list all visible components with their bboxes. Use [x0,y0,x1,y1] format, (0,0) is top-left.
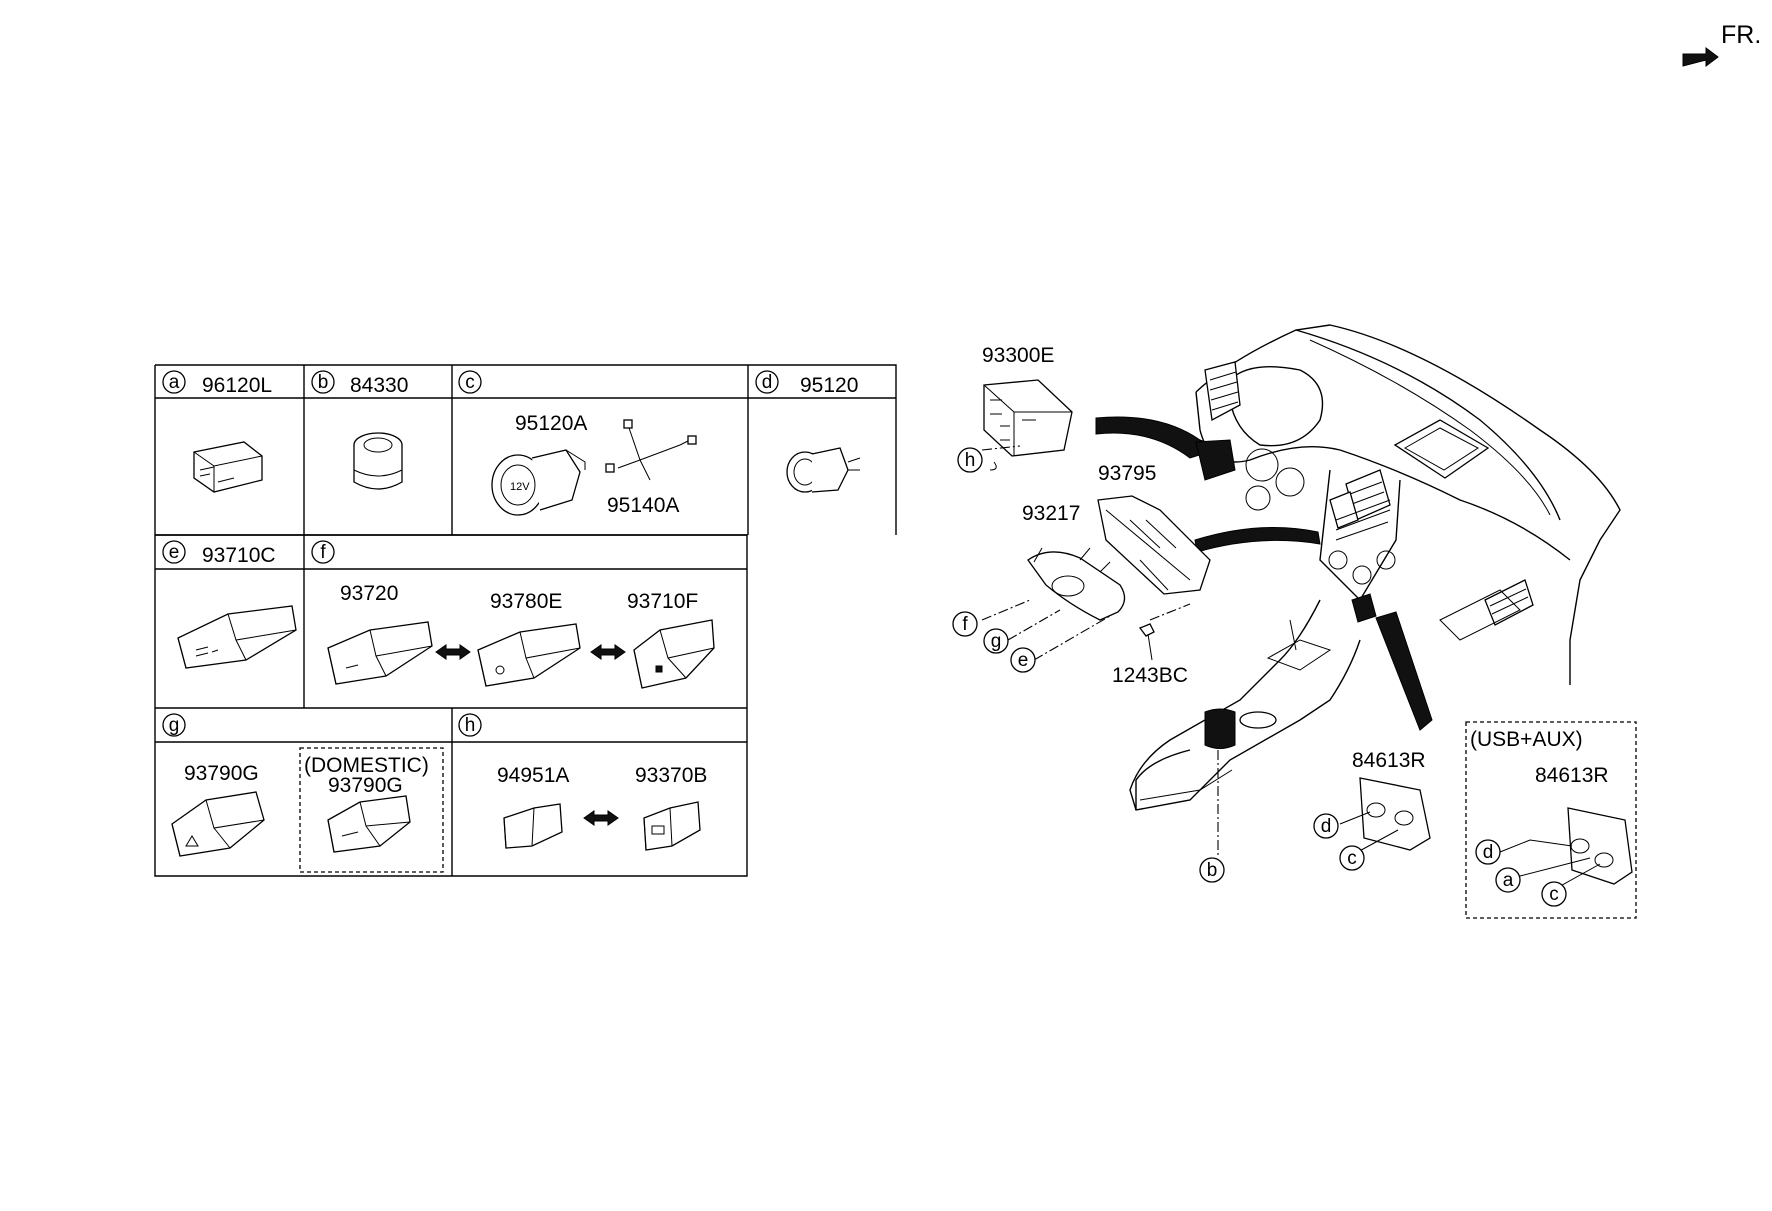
part-number-g: 93790G [184,762,259,785]
cell-letter-a: a [169,372,180,393]
cell-letter-h: h [465,715,476,736]
double-arrow-icon [590,644,626,660]
callout-b: b [1199,857,1225,883]
svg-text:f: f [962,614,968,635]
part-number-93217: 93217 [1022,502,1080,525]
part-drawing-f-3 [633,619,715,689]
svg-text:a: a [1503,870,1514,891]
usb-aux-option: (USB+AUX) 84613R d a c [1465,721,1637,919]
part-1243BC: 1243BC [1112,623,1188,687]
usb-aux-note: (USB+AUX) [1470,728,1583,751]
part-number-f-3: 93710F [627,590,698,613]
part-number-a: 96120L [202,374,272,397]
part-number-b: 84330 [350,374,408,397]
part-drawing-h-2 [643,801,701,851]
socket-12v-icon: 12V [510,481,530,493]
svg-text:h: h [965,450,976,471]
svg-text:b: b [1207,860,1218,881]
svg-text:d: d [1483,842,1494,863]
cell-letter-d: d [762,372,773,393]
cell-letter-f: f [320,542,326,563]
double-arrow-icon [435,644,471,660]
part-drawing-g [171,791,265,857]
part-number-c-wire: 95140A [607,494,679,517]
part-number-d: 95120 [800,374,858,397]
part-number-84613R-usb: 84613R [1535,764,1609,787]
part-drawing-c-socket: 12V [491,449,586,516]
arrow-forward-icon [1682,47,1719,67]
part-number-1243BC: 1243BC [1112,664,1188,687]
part-number-h-2: 93370B [635,764,707,787]
part-number-93300E: 93300E [982,344,1054,367]
orientation-label: FR. [1721,21,1761,49]
part-drawing-g-domestic [327,795,411,853]
callout-e: e [1010,647,1036,673]
double-arrow-icon [583,810,619,826]
part-drawing-a [193,441,263,493]
part-drawing-b [353,432,403,490]
svg-text:e: e [1018,650,1029,671]
part-drawing-f-1 [327,621,433,685]
svg-text:c: c [1549,884,1559,905]
svg-text:c: c [1347,848,1357,869]
part-number-h-1: 94951A [497,764,569,787]
svg-text:g: g [991,631,1002,652]
part-93795: 93795 [1097,462,1211,595]
svg-text:d: d [1321,816,1332,837]
cell-letter-e: e [169,542,180,563]
part-drawing-f-2 [477,623,581,687]
orientation-indicator: FR. [1682,21,1761,67]
part-number-e: 93710C [202,544,276,567]
parts-table: a 96120L b 84330 c d 95120 e 93710C f g … [154,364,897,877]
part-number-f-2: 93780E [490,590,562,613]
part-number-f-1: 93720 [340,582,398,605]
part-drawing-d [786,447,861,493]
callout-g: g [983,628,1009,654]
part-drawing-h-1 [503,803,563,849]
hazard-triangle-icon [185,835,199,847]
part-number-93795: 93795 [1098,462,1156,485]
part-number-g-domestic: 93790G [328,774,403,797]
domestic-note: (DOMESTIC) [304,754,429,777]
cell-letter-b: b [318,372,329,393]
callout-h: h [957,447,983,473]
part-number-84613R: 84613R [1352,749,1426,772]
part-drawing-c-wire [605,419,697,481]
part-93300E: 93300E [982,344,1073,471]
cell-letter-c: c [465,372,475,393]
part-84613R: 84613R d c [1313,749,1431,871]
dashboard-drawing [1095,324,1621,811]
callout-f: f [952,611,978,637]
cell-letter-g: g [169,715,180,736]
part-93217: 93217 [1022,502,1126,621]
part-drawing-e [177,605,297,669]
part-number-c-socket: 95120A [515,412,587,435]
